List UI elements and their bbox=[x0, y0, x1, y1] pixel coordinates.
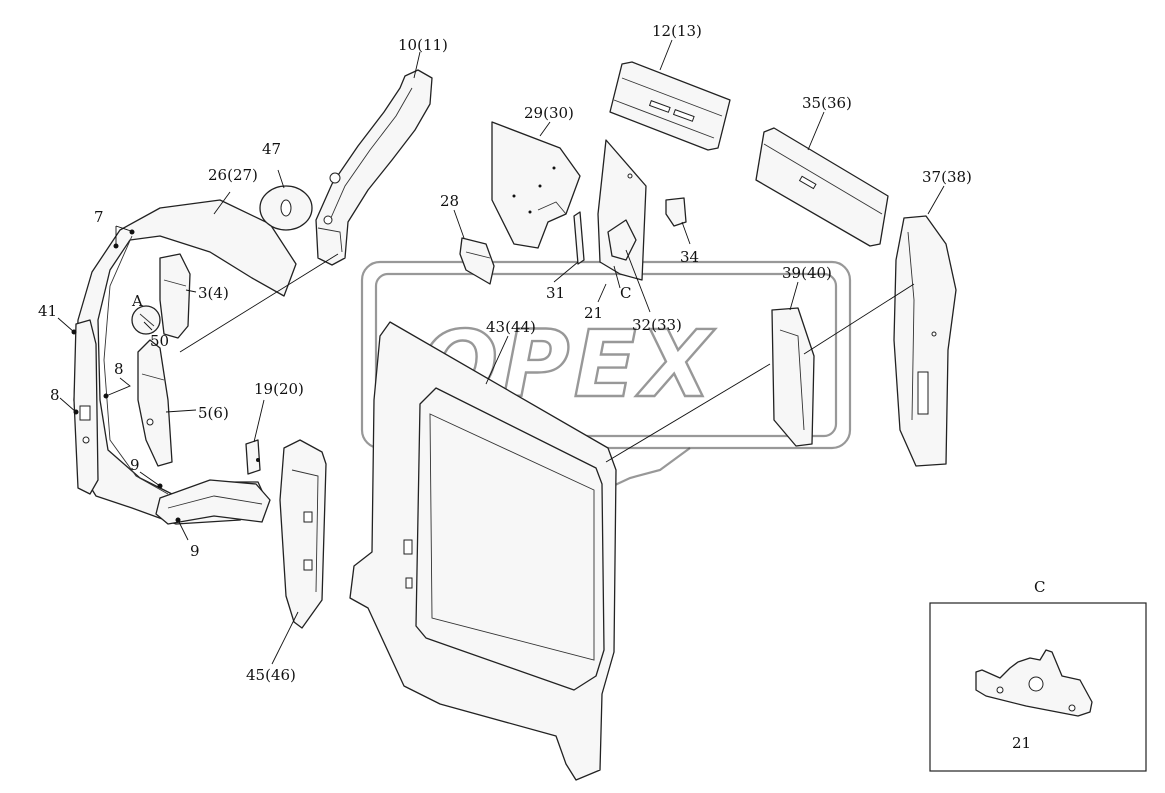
label-7: 7 bbox=[94, 208, 104, 226]
label-28: 28 bbox=[440, 192, 459, 210]
part-29-30 bbox=[491, 121, 581, 249]
label-21-near: 21 bbox=[584, 304, 603, 322]
part-3-4 bbox=[159, 253, 191, 339]
label-35-36: 35(36) bbox=[802, 94, 852, 112]
label-39-40: 39(40) bbox=[782, 264, 832, 282]
part-43-44 bbox=[349, 321, 617, 781]
detail-title: C bbox=[1034, 578, 1045, 596]
label-a: A bbox=[131, 292, 143, 310]
callout-labels: 10(11) 12(13) 29(30) 35(36) 37(38) 47 26… bbox=[38, 22, 972, 684]
label-8-lower: 8 bbox=[50, 386, 60, 404]
label-45-46: 45(46) bbox=[246, 666, 296, 684]
label-50: 50 bbox=[150, 332, 169, 350]
part-12-13 bbox=[609, 61, 731, 151]
label-9-upper: 9 bbox=[130, 456, 140, 474]
part-41 bbox=[73, 319, 99, 495]
part-39-40 bbox=[771, 307, 815, 447]
label-34: 34 bbox=[680, 248, 699, 266]
leader-lines bbox=[57, 39, 1037, 735]
part-10-11 bbox=[315, 69, 433, 266]
part-47 bbox=[259, 185, 313, 231]
label-32-33: 32(33) bbox=[632, 316, 682, 334]
label-31: 31 bbox=[546, 284, 565, 302]
part-35-36 bbox=[755, 127, 889, 247]
label-c-near: C bbox=[620, 284, 631, 302]
label-37-38: 37(38) bbox=[922, 168, 972, 186]
label-9-lower: 9 bbox=[190, 542, 200, 560]
part-34 bbox=[665, 197, 687, 227]
label-3-4: 3(4) bbox=[198, 284, 229, 302]
label-19-20: 19(20) bbox=[254, 380, 304, 398]
label-47: 47 bbox=[262, 140, 281, 158]
detail-a-marker bbox=[131, 305, 161, 335]
part-37-38 bbox=[893, 215, 957, 467]
part-back-panel bbox=[573, 139, 647, 281]
part-9 bbox=[155, 479, 271, 525]
label-12-13: 12(13) bbox=[652, 22, 702, 40]
detail-view-c: C 21 bbox=[929, 578, 1147, 772]
watermark-frame-inner bbox=[374, 272, 838, 438]
label-41: 41 bbox=[38, 302, 57, 320]
label-5-6: 5(6) bbox=[198, 404, 229, 422]
part-19-20 bbox=[245, 439, 261, 475]
part-5-6 bbox=[137, 339, 173, 467]
part-26-27 bbox=[73, 199, 297, 525]
label-10-11: 10(11) bbox=[398, 36, 448, 54]
label-8-upper: 8 bbox=[114, 360, 124, 378]
detail-part-label: 21 bbox=[1012, 734, 1031, 752]
label-29-30: 29(30) bbox=[524, 104, 574, 122]
label-43-44: 43(44) bbox=[486, 318, 536, 336]
part-28 bbox=[459, 237, 495, 285]
label-26-27: 26(27) bbox=[208, 166, 258, 184]
part-45-46 bbox=[279, 439, 327, 629]
